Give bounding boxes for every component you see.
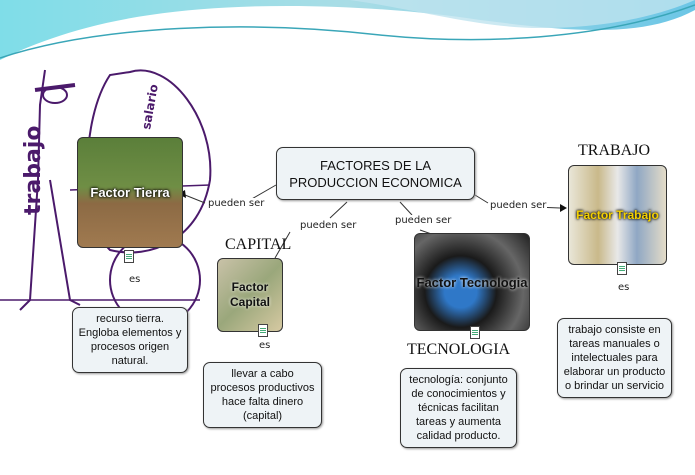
tierra-description-node[interactable]: recurso tierra. Engloba elementos y proc… xyxy=(72,307,188,373)
tecnologia-heading: TECNOLOGIA xyxy=(407,341,511,358)
salario-sketch-word: salario xyxy=(139,83,161,130)
capital-description-node[interactable]: llevar a cabo procesos productivos hace … xyxy=(203,362,322,428)
link-label-es: es xyxy=(259,340,271,351)
factor-capital-image[interactable]: Factor Capital xyxy=(217,258,283,332)
trabajo-sketch-word: trabajo xyxy=(21,126,46,215)
trabajo-description: trabajo consiste en tareas manuales o in… xyxy=(563,324,666,392)
worker-cart-sketch xyxy=(0,69,212,326)
central-concept-title: FACTORES DE LA PRODUCCION ECONOMICA xyxy=(289,157,462,190)
tecnologia-description-node[interactable]: tecnología: conjunto de conocimientos y … xyxy=(400,368,517,448)
factor-tecnologia-image[interactable]: Factor Tecnologia xyxy=(414,233,530,331)
tecnologia-description: tecnología: conjunto de conocimientos y … xyxy=(409,374,508,442)
capital-description: llevar a cabo procesos productivos hace … xyxy=(210,368,315,422)
factor-capital-label: Factor Capital xyxy=(229,280,270,309)
tierra-description: recurso tierra. Engloba elementos y proc… xyxy=(78,313,182,367)
capital-heading: CAPITAL xyxy=(225,236,292,253)
link-label-es: es xyxy=(129,274,141,285)
trabajo-heading: TRABAJO xyxy=(578,142,651,159)
trabajo-description-node[interactable]: trabajo consiste en tareas manuales o in… xyxy=(557,318,672,398)
document-icon[interactable] xyxy=(470,326,480,339)
link-label-tierra: pueden ser xyxy=(207,198,266,210)
document-icon[interactable] xyxy=(258,324,268,337)
link-label-capital: pueden ser xyxy=(299,220,358,232)
link-label-tecnologia: pueden ser xyxy=(394,215,453,227)
factor-trabajo-image[interactable]: Factor Trabajo xyxy=(568,165,667,265)
factor-tierra-label: Factor Tierra xyxy=(90,185,170,200)
document-icon[interactable] xyxy=(124,250,134,263)
link-label-es: es xyxy=(618,282,630,293)
link-label-trabajo: pueden ser xyxy=(489,200,548,212)
factor-tecnologia-label: Factor Tecnologia xyxy=(416,274,528,290)
factor-tierra-image[interactable]: Factor Tierra xyxy=(77,137,183,248)
factor-trabajo-label: Factor Trabajo xyxy=(576,207,659,222)
document-icon[interactable] xyxy=(617,262,627,275)
central-concept-node[interactable]: FACTORES DE LA PRODUCCION ECONOMICA xyxy=(276,147,475,200)
